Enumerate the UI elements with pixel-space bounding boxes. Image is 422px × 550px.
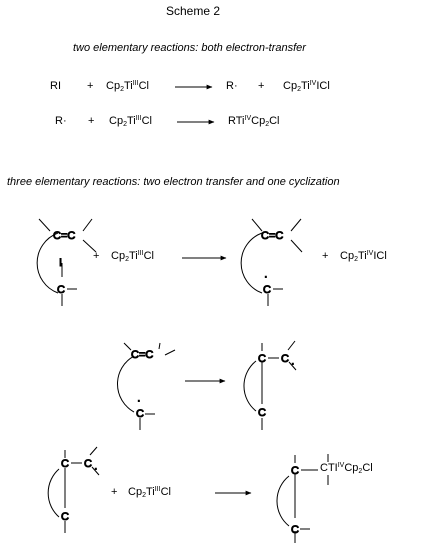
alkene-radical-structure-1 (240, 218, 303, 306)
cyclized-radical-structure-2 (47, 446, 100, 533)
s4-lower-carbon: C (258, 407, 266, 419)
cyclized-radical-structure-1 (243, 340, 297, 430)
alkene-radical-structure-2 (117, 342, 176, 430)
r1-reactant-ri: RI (50, 80, 61, 92)
s5-radical-carbon: C (84, 458, 92, 470)
s4-radical-carbon: C (281, 353, 289, 365)
s1-alkene-label: C=C (53, 230, 75, 242)
s6-upper-carbon: C (291, 465, 299, 477)
r5-plus-1: + (111, 486, 118, 498)
r1-plus-1: + (87, 80, 94, 92)
r3-plus-1: + (93, 250, 100, 262)
s5-lower-carbon: C (61, 511, 69, 523)
r2-titanium-reagent: Cp2TiIIICl (109, 115, 152, 128)
s5-upper-carbon: C (61, 458, 69, 470)
section-2-heading: three elementary reactions: two electron… (7, 176, 340, 188)
s2-carbon-label: C (263, 284, 271, 296)
section-1-heading: two elementary reactions: both electron-… (73, 42, 306, 54)
r3-plus-2: + (322, 250, 329, 262)
s3-alkene-label: C=C (131, 349, 153, 361)
s5-radical-dot: · (94, 463, 98, 475)
r1-titanium-reagent: Cp2TiIIICl (106, 80, 149, 93)
s6-lower-carbon: C (291, 524, 299, 536)
s1-carbon-label: C (57, 284, 65, 296)
r1-radical-product: R· (226, 80, 238, 92)
r1-plus-2: + (258, 80, 265, 92)
s3-radical-dot: · (137, 395, 141, 407)
r2-plus-1: + (88, 115, 95, 127)
s4-radical-dot: · (291, 358, 295, 370)
s3-carbon-label: C (136, 408, 144, 420)
r2-radical-reactant: R· (55, 115, 67, 127)
s2-radical-dot: · (264, 271, 268, 283)
r5-titanium-reagent: Cp2TiIIICl (128, 486, 171, 499)
iodo-alkene-structure (36, 218, 97, 306)
r1-titanium-product: Cp2TiIVICl (283, 80, 330, 93)
scheme-title: Scheme 2 (166, 4, 221, 18)
organotitanium-ring-structure (276, 454, 329, 543)
r5-organotitanium-product: CTIIVCp2Cl (320, 462, 373, 475)
s1-iodine-label: I (59, 257, 62, 269)
r3-titanium-reagent: Cp2TiIIICl (111, 250, 154, 263)
r3-titanium-product: Cp2TiIVICl (340, 250, 387, 263)
s4-upper-carbon: C (258, 353, 266, 365)
r2-organotitanium-product: RTiIVCp2Cl (228, 115, 280, 128)
s2-alkene-label: C=C (261, 230, 283, 242)
